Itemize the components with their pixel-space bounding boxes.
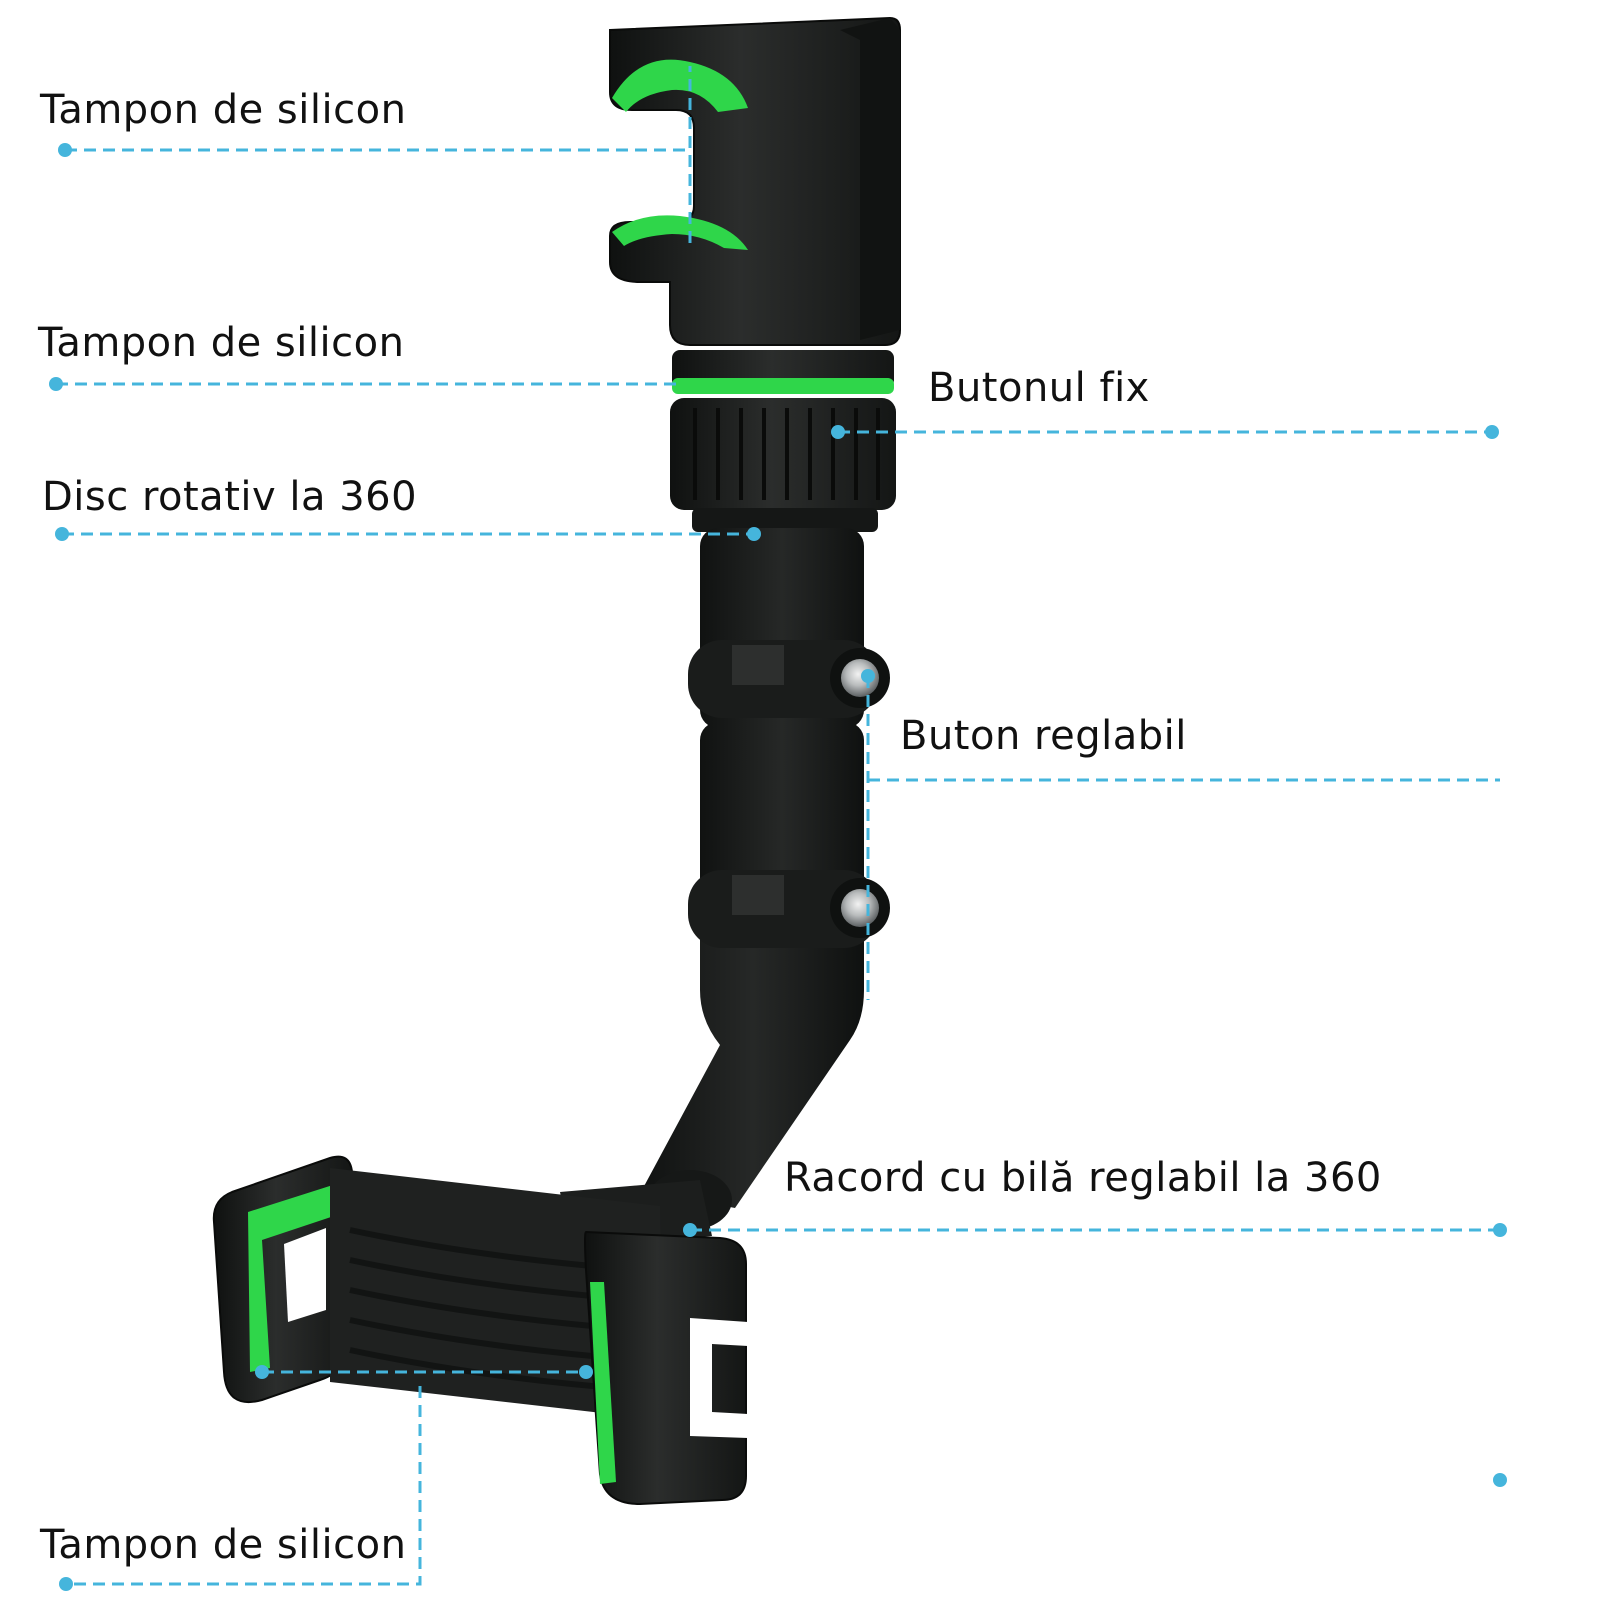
top-clamp bbox=[609, 16, 901, 346]
label-silicone-pad-top-clamp: Tampon de silicon bbox=[40, 87, 407, 133]
top-pad-upper bbox=[612, 59, 748, 112]
top-clamp-body bbox=[609, 16, 901, 346]
top-pad-lower bbox=[612, 215, 748, 250]
top-clamp-face bbox=[840, 18, 900, 340]
callout-dot-icon bbox=[59, 1577, 73, 1591]
rotating-collar bbox=[670, 350, 896, 532]
phone-clamp bbox=[212, 1155, 748, 1506]
callout-dot-icon bbox=[579, 1365, 593, 1379]
label-ball-joint: Racord cu bilă reglabil la 360 bbox=[784, 1155, 1382, 1201]
knob-ridges bbox=[693, 408, 880, 500]
green-ring bbox=[672, 378, 894, 394]
label-adjustable-knob: Buton reglabil bbox=[900, 713, 1187, 759]
callout-dot-icon bbox=[58, 143, 72, 157]
phone-clamp-left-pad bbox=[248, 1184, 340, 1372]
callout-dot-icon bbox=[683, 1223, 697, 1237]
callout-dot-icon bbox=[747, 527, 761, 541]
callout-dot-icon bbox=[255, 1365, 269, 1379]
callout-dot-icon bbox=[49, 377, 63, 391]
hinge-lower-notch bbox=[732, 875, 784, 915]
phone-clamp-left-window bbox=[284, 1228, 326, 1322]
arm-lower bbox=[642, 915, 864, 1208]
callout-dot-icon bbox=[1493, 1473, 1507, 1487]
leader-line-silicone-pad-phone-clamp-drop bbox=[66, 1386, 422, 1586]
label-silicone-pad-ring: Tampon de silicon bbox=[38, 320, 405, 366]
hinge-upper-notch bbox=[732, 645, 784, 685]
leader-line-silicone-pad-top-clamp bbox=[65, 66, 692, 246]
label-silicone-pad-phone-clamp: Tampon de silicon bbox=[40, 1522, 407, 1568]
callout-dot-icon bbox=[861, 669, 875, 683]
callout-dot-icon bbox=[831, 425, 845, 439]
callout-dot-icon bbox=[1493, 1223, 1507, 1237]
phone-clamp-right-hook bbox=[690, 1318, 748, 1438]
callout-dot-icon bbox=[55, 527, 69, 541]
phone-clamp-right-pad bbox=[590, 1282, 616, 1484]
collar-base bbox=[692, 508, 878, 532]
label-rotating-disc: Disc rotativ la 360 bbox=[42, 474, 418, 520]
adjustable-knob-lower-cap bbox=[841, 889, 879, 927]
callout-dot-icon bbox=[1485, 425, 1499, 439]
label-fixed-knob: Butonul fix bbox=[928, 365, 1150, 411]
